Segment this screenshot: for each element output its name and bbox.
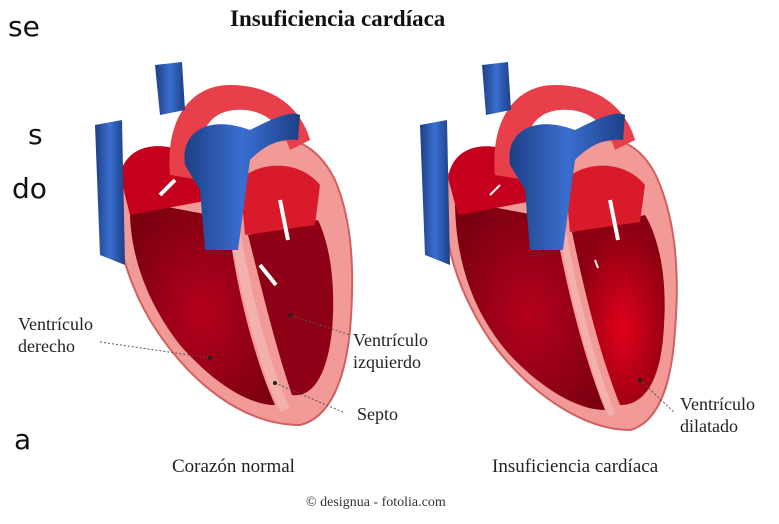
normal-superior-vena-cava bbox=[95, 120, 125, 265]
failure-superior-vena-cava bbox=[420, 120, 450, 265]
label-dilated-ventricle: Ventrículo dilatado bbox=[680, 393, 755, 437]
label-right-ventricle: Ventrículo derecho bbox=[18, 313, 93, 357]
normal-superior-vein-top bbox=[155, 62, 185, 115]
normal-heart bbox=[95, 62, 352, 425]
label-left-ventricle: Ventrículo izquierdo bbox=[353, 329, 428, 373]
image-credit: © designua - fotolia.com bbox=[306, 495, 446, 511]
failure-heart bbox=[420, 62, 677, 430]
marker-dot bbox=[273, 381, 277, 385]
marker-dot bbox=[638, 378, 642, 382]
failure-left-atrium bbox=[565, 166, 645, 232]
caption-failure: Insuficiencia cardíaca bbox=[492, 456, 658, 478]
failure-superior-vein-top bbox=[482, 62, 511, 115]
marker-dot bbox=[208, 356, 212, 360]
label-septum: Septo bbox=[357, 403, 398, 425]
caption-normal: Corazón normal bbox=[172, 456, 295, 478]
marker-dot bbox=[288, 313, 292, 317]
